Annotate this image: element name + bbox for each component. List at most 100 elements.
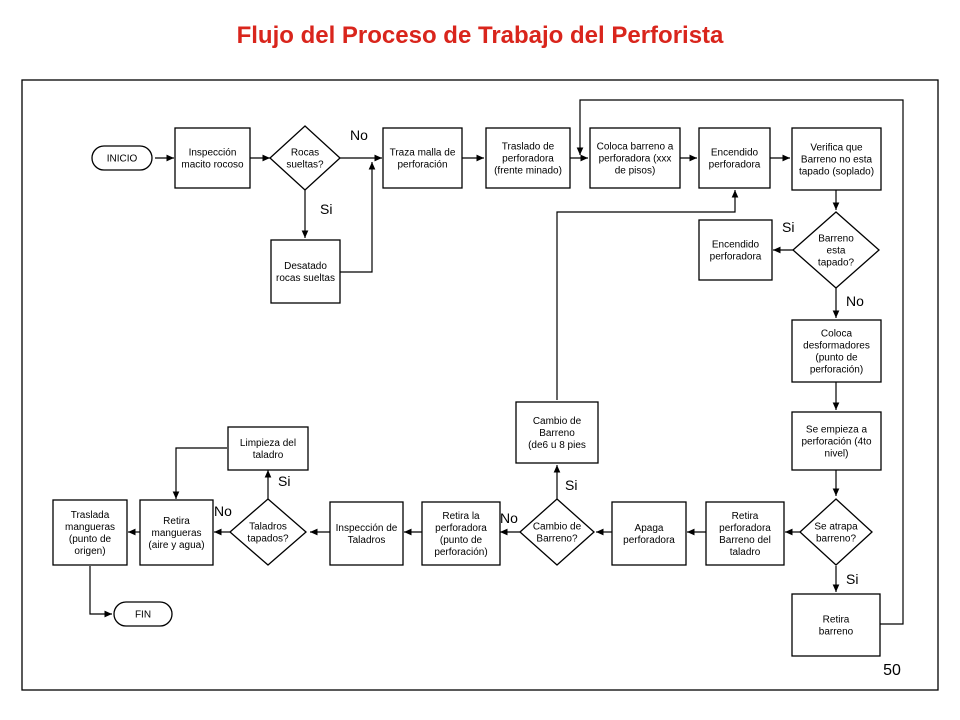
- node-label-traslada-mangueras: Traslada: [71, 510, 110, 521]
- node-label-limpieza-taladro: Limpieza del: [240, 438, 296, 449]
- node-label-encendido-1: Encendido: [711, 148, 759, 159]
- node-label-coloca-barreno: perforadora (xxx: [599, 154, 672, 165]
- page-title: Flujo del Proceso de Trabajo del Perfori…: [236, 22, 724, 49]
- node-label-apaga-perforadora: Apaga: [635, 523, 664, 534]
- node-label-retira-mangueras: mangueras: [151, 528, 201, 539]
- page-number: 50: [883, 662, 901, 679]
- label-rocas-no: No: [350, 127, 368, 143]
- node-label-retira-perforadora-punto: perforadora: [435, 523, 487, 534]
- node-shape-empieza-perforacion: [791, 411, 882, 471]
- label-tapado-no: No: [846, 293, 864, 309]
- node-label-rocas-sueltas: sueltas?: [286, 160, 324, 171]
- node-label-traslada-mangueras: mangueras: [65, 522, 115, 533]
- node-label-coloca-barreno: Coloca barreno a: [597, 142, 674, 153]
- edge-labels: No Si Si No Si Si No Si No: [214, 127, 864, 587]
- edge-traslada-fin: [89, 566, 112, 618]
- label-cambio-no: No: [500, 510, 518, 526]
- node-label-empieza-perforacion: nivel): [825, 449, 849, 460]
- edge-cambio-encendido: [556, 190, 739, 400]
- node-shape-verifica-barreno: [791, 127, 882, 191]
- node-label-inspeccion-macizo: macito rocoso: [181, 160, 244, 171]
- node-label-coloca-barreno: de pisos): [615, 166, 656, 177]
- node-label-inspeccion-taladros: Taladros: [348, 535, 386, 546]
- node-label-retira-barreno: Retira: [823, 615, 850, 626]
- node-label-encendido-1: perforadora: [709, 160, 761, 171]
- connectors: [89, 99, 904, 625]
- node-shape-taladros-tapados: [229, 498, 307, 566]
- node-label-retira-perforadora-barreno: perforadora: [719, 523, 771, 534]
- node-label-desatado: rocas sueltas: [276, 273, 335, 284]
- node-shape-desatado: [270, 239, 341, 304]
- node-label-cambio-barreno-q: Barreno?: [536, 534, 578, 545]
- edge-limpieza-retira: [172, 447, 227, 499]
- node-label-cambio-barreno: Cambio de: [533, 416, 582, 427]
- node-label-traslada-mangueras: (punto de: [69, 534, 112, 545]
- node-label-cambio-barreno: Barreno: [539, 428, 575, 439]
- node-label-retira-perforadora-barreno: Retira: [732, 511, 759, 522]
- node-label-inspeccion-taladros: Inspección de: [336, 523, 398, 534]
- node-label-verifica-barreno: tapado (soplado): [799, 167, 874, 178]
- node-shape-limpieza-taladro: [227, 426, 309, 471]
- node-label-barreno-tapado: tapado?: [818, 258, 855, 269]
- node-label-verifica-barreno: Barreno no esta: [801, 155, 873, 166]
- label-taladros-si: Si: [278, 473, 290, 489]
- node-label-retira-perforadora-punto: perforación): [434, 547, 487, 558]
- node-shape-coloca-desformadores: [791, 319, 882, 383]
- node-label-retira-mangueras: (aire y agua): [148, 540, 204, 551]
- node-shape-retira-perforadora-punto: [421, 501, 501, 566]
- label-atrapa-si: Si: [846, 571, 858, 587]
- node-label-desatado: Desatado: [284, 261, 327, 272]
- label-cambio-si: Si: [565, 477, 577, 493]
- node-label-empieza-perforacion: perforación (4to: [801, 437, 871, 448]
- node-shape-retira-perforadora-barreno: [705, 501, 785, 566]
- node-shape-encendido-2: [698, 219, 773, 281]
- node-label-retira-perforadora-punto: (punto de: [440, 535, 483, 546]
- diagram-frame: [21, 79, 939, 691]
- node-label-coloca-desformadores: desformadores: [803, 341, 870, 352]
- node-label-limpieza-taladro: taladro: [253, 450, 284, 461]
- node-shape-rocas-sueltas: [269, 125, 341, 191]
- node-label-rocas-sueltas: Rocas: [291, 148, 319, 159]
- node-inicio: INICIO: [91, 145, 153, 171]
- node-label-retira-barreno: barreno: [819, 627, 854, 638]
- node-shape-fin: [113, 601, 173, 627]
- edge-desatado-traza: [340, 162, 376, 273]
- node-label-retira-mangueras: Retira: [163, 516, 190, 527]
- node-shape-traza-malla: [382, 127, 463, 189]
- node-label-retira-perforadora-barreno: taladro: [730, 547, 761, 558]
- node-shape-barreno-tapado: [792, 211, 880, 289]
- node-label-traslado-perforadora: perforadora: [502, 154, 554, 165]
- node-shape-cambio-barreno: [515, 401, 599, 464]
- node-label-traza-malla: Traza malla de: [390, 148, 456, 159]
- node-shape-apaga-perforadora: [611, 501, 687, 566]
- node-shape-inspeccion-macizo: [174, 127, 251, 189]
- node-label-encendido-2: perforadora: [710, 252, 762, 263]
- node-label-fin: FIN: [135, 610, 151, 621]
- node-label-se-atrapa: Se atrapa: [814, 522, 858, 533]
- node-label-verifica-barreno: Verifica que: [810, 143, 863, 154]
- node-shape-traslada-mangueras: [52, 499, 128, 566]
- node-shape-encendido-1: [698, 127, 771, 189]
- node-label-barreno-tapado: esta: [827, 246, 846, 257]
